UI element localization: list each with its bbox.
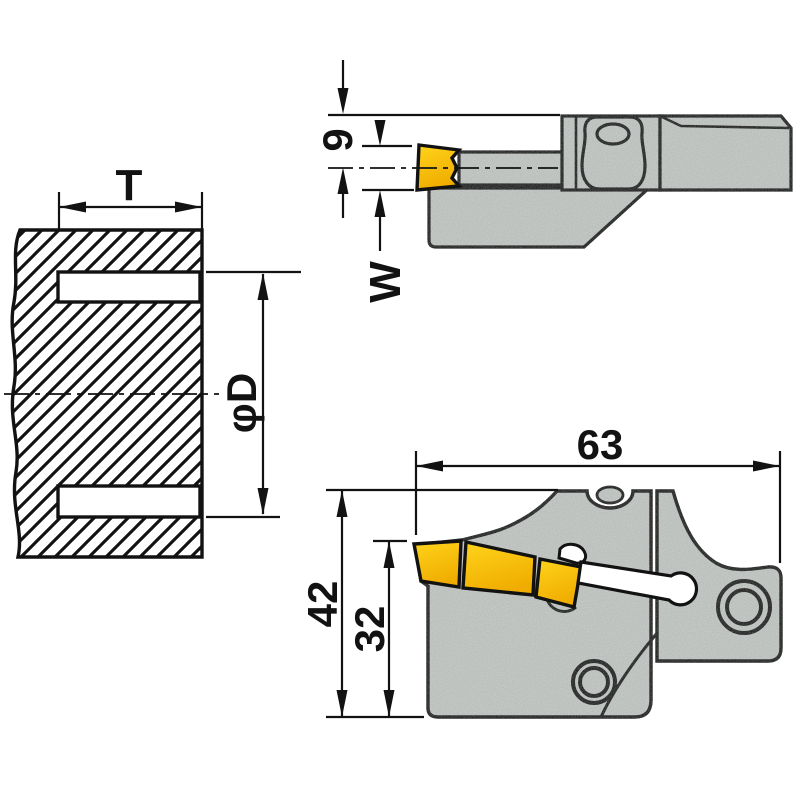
dim-32-arrow-top xyxy=(383,541,395,568)
insert-front-view xyxy=(411,539,583,610)
dim-label-phid: φD xyxy=(218,373,265,433)
dim-label-t: T xyxy=(116,161,143,210)
insert-segment-2 xyxy=(461,539,537,597)
dim-t-arrow-left xyxy=(59,201,86,213)
tool-top-view: 9 W xyxy=(314,60,793,303)
dim-63-arrow-left xyxy=(416,460,443,472)
dim-w-arrow-top xyxy=(374,120,386,146)
dim-label-w: W xyxy=(361,261,410,303)
dim-63-arrow-right xyxy=(753,460,780,472)
dim-phid-arrow-bottom xyxy=(257,488,269,515)
dim-t-arrow-right xyxy=(175,201,202,213)
dim-label-42: 42 xyxy=(299,581,346,628)
dim-32-arrow-bottom xyxy=(383,690,395,717)
front-view-texture xyxy=(413,485,783,719)
dim-w-arrow-bottom xyxy=(374,190,386,217)
dim-label-32: 32 xyxy=(346,606,393,653)
dim-label-9: 9 xyxy=(314,128,361,151)
workpiece-outline xyxy=(10,228,204,559)
dim-9-arrow-bottom xyxy=(337,167,349,194)
clamp-finger-rod xyxy=(576,560,699,607)
workpiece-cross-section: T φD xyxy=(4,161,301,559)
clamp-finger-lobe xyxy=(557,542,588,565)
dim-label-63: 63 xyxy=(577,421,624,468)
tool-front-view: 63 42 32 xyxy=(299,421,783,719)
lower-groove xyxy=(56,484,202,519)
top-view-texture xyxy=(427,114,793,249)
upper-groove xyxy=(56,270,202,304)
insert-top-view xyxy=(415,143,463,192)
dim-9-arrow-top xyxy=(337,88,349,114)
dim-42-arrow-top xyxy=(336,490,348,517)
insert-segment-3 xyxy=(534,556,583,610)
dim-42-arrow-bottom xyxy=(336,690,348,717)
insert-segment-1 xyxy=(411,539,463,589)
dim-phid-arrow-top xyxy=(257,273,269,300)
